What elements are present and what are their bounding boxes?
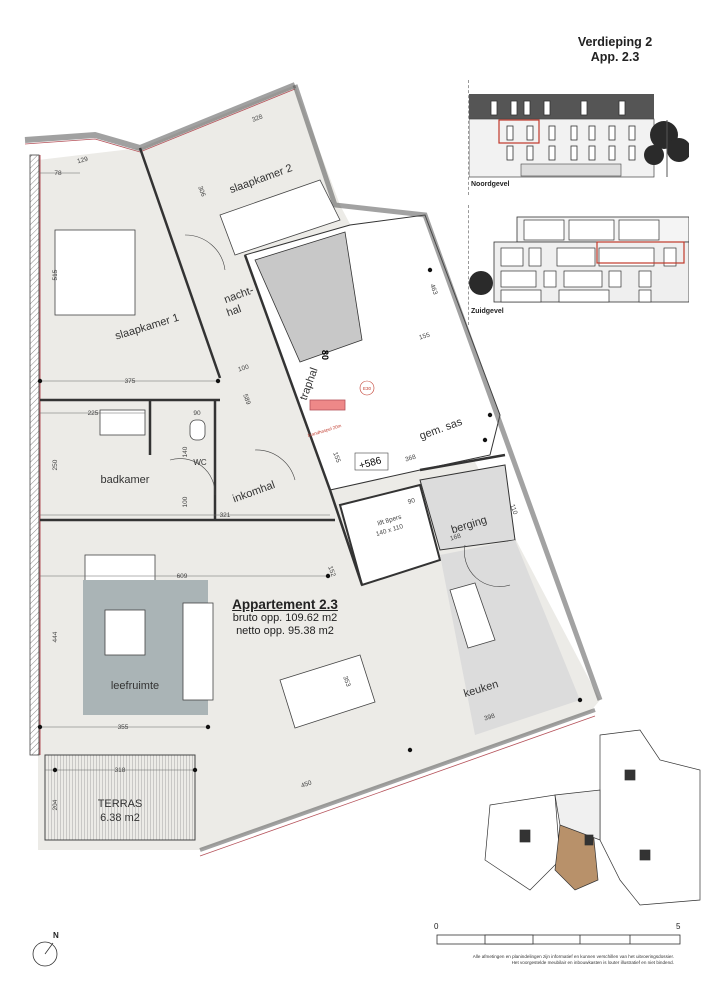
- room-label-traphal: traphal: [298, 366, 321, 402]
- room-label-leefruimte: leefruimte: [111, 680, 159, 692]
- dim-515: 515: [52, 269, 59, 280]
- e30-label: E30: [363, 386, 372, 391]
- room-label-slaapkamer-1: slaapkamer 1: [114, 312, 181, 343]
- room-label-wc: WC: [193, 458, 207, 467]
- common-area: [244, 214, 501, 491]
- terrace: [44, 754, 196, 841]
- disclaimer-line-2: Het voorgestelde meubilair en inbouwkast…: [511, 960, 674, 965]
- toilet: [189, 419, 206, 441]
- dim-609: 609: [177, 573, 188, 580]
- room-label-nachthal-1: nacht-: [223, 284, 256, 306]
- stair-area: [254, 231, 363, 363]
- bruto-area: bruto opp. 109.62 m2: [232, 612, 338, 624]
- lift-shaft: [338, 483, 442, 587]
- armchair: [182, 602, 214, 701]
- dim-353: 353: [341, 675, 351, 688]
- south-elevation-label: Zuidgevel: [471, 308, 504, 315]
- hydrant: [309, 399, 346, 411]
- room-label-nachthal-2: hal: [225, 303, 243, 319]
- apartment-summary: Appartement 2.3 bruto opp. 109.62 m2 net…: [215, 597, 355, 638]
- dim-444: 444: [52, 631, 59, 642]
- stair-width-label: 80: [320, 350, 330, 360]
- north-elevation-drawing: [469, 94, 689, 178]
- disclaimer: Alle afmetingen en planindelingen zijn i…: [473, 954, 674, 966]
- apartment-floor: [38, 85, 600, 850]
- brandhaspel-label: brandhaspel 20m: [307, 423, 342, 438]
- disclaimer-line-1: Alle afmetingen en planindelingen zijn i…: [472, 954, 674, 959]
- plan-title: Verdieping 2 App. 2.3: [560, 35, 670, 65]
- lift-label-2: 140 x 110: [375, 523, 404, 538]
- dim-100b: 100: [182, 496, 189, 507]
- compass-north-label: N: [53, 931, 59, 940]
- apartment-name: Appartement 2.3: [232, 597, 338, 612]
- dim-100a: 100: [237, 364, 250, 374]
- dim-78: 78: [54, 170, 62, 177]
- south-elevation-drawing: [469, 216, 689, 303]
- dining-table: [279, 654, 376, 729]
- room-label-slaapkamer-2: slaapkamer 2: [228, 162, 294, 196]
- floor-label: Verdieping 2: [577, 35, 653, 49]
- dim-321: 321: [220, 512, 231, 519]
- dim-90a: 90: [193, 410, 201, 417]
- scale-end: 5: [676, 922, 681, 931]
- room-label-inkomhal: inkomhal: [231, 479, 276, 505]
- dim-328: 328: [251, 113, 264, 123]
- room-label-gem-sas: gem. sas: [418, 416, 465, 443]
- unit-label: App. 2.3: [590, 50, 640, 64]
- south-elevation: Zuidgevel: [468, 205, 689, 325]
- room-label-berging: berging: [450, 514, 489, 536]
- room-label-keuken: keuken: [462, 678, 499, 700]
- dim-110: 110: [508, 503, 518, 515]
- dim-450: 450: [300, 779, 313, 789]
- berging-area: [419, 464, 516, 551]
- site-plan-highlighted-unit: [554, 819, 599, 891]
- bed-1: [54, 229, 136, 316]
- dim-250: 250: [52, 459, 59, 470]
- dim-140: 140: [182, 446, 189, 457]
- site-plan: [484, 729, 701, 906]
- bathtub: [99, 409, 146, 436]
- dim-129: 129: [76, 156, 89, 166]
- dim-225: 225: [88, 410, 99, 417]
- level-marker: +586: [358, 455, 383, 472]
- scale-bar: [436, 934, 681, 945]
- dim-375: 375: [125, 378, 136, 385]
- scale-start: 0: [434, 922, 439, 931]
- north-elevation-label: Noordgevel: [471, 181, 510, 188]
- bed-2: [219, 179, 341, 256]
- rug: [83, 580, 208, 715]
- terras-area: 6.38 m2: [100, 812, 140, 824]
- dim-155b: 155: [418, 332, 431, 342]
- dim-589: 589: [241, 393, 251, 406]
- coffee-table: [104, 609, 146, 656]
- room-label-badkamer: badkamer: [101, 474, 150, 486]
- dim-152: 152: [326, 565, 336, 578]
- compass-icon: [32, 941, 58, 967]
- dim-398: 398: [483, 713, 496, 723]
- netto-area: netto opp. 95.38 m2: [236, 625, 334, 637]
- north-elevation: Noordgevel: [468, 80, 689, 195]
- dim-90b: 90: [407, 497, 416, 506]
- dim-368: 368: [404, 454, 417, 464]
- room-label-terras: TERRAS: [98, 798, 143, 810]
- sofa: [84, 554, 156, 583]
- kitchen-area: [440, 540, 580, 735]
- dim-463: 463: [428, 283, 438, 296]
- dim-318: 318: [115, 767, 126, 774]
- dim-155a: 155: [331, 451, 341, 464]
- kitchen-island: [449, 582, 496, 649]
- dim-355: 355: [118, 724, 129, 731]
- dim-306: 306: [196, 185, 206, 198]
- dim-204: 204: [52, 799, 59, 810]
- lift-label-1: lift 8pers: [377, 513, 403, 527]
- dim-168: 168: [449, 533, 462, 543]
